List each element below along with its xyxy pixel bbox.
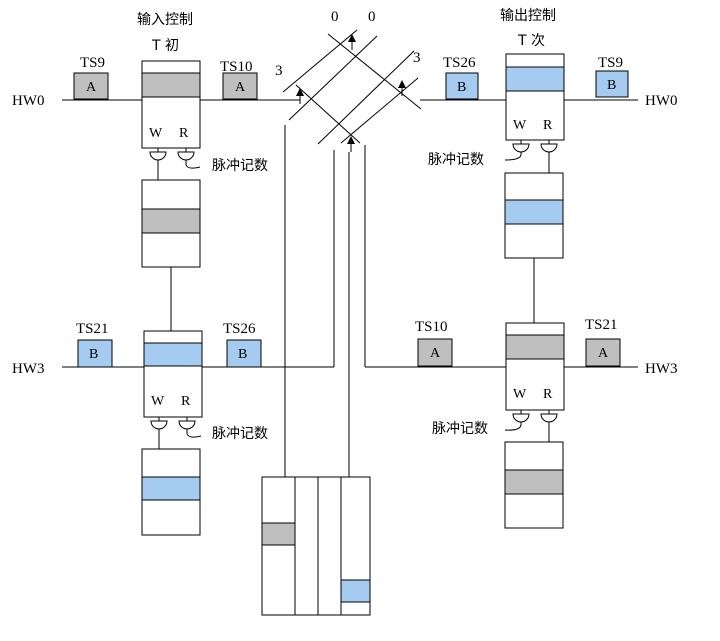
read-label: R [179, 126, 189, 141]
ts10-in-cell [222, 72, 258, 100]
ts26-in-label: TS26 [223, 321, 256, 337]
ts21-in-cell [77, 339, 113, 368]
pulse-count-label-2: 脉冲记数 [212, 426, 268, 442]
input-control-title: 输入控制 [137, 12, 193, 28]
ts21-in-label: TS21 [76, 321, 109, 337]
input-t-stage-hw3: W R [143, 330, 203, 438]
pulse-count-label-4: 脉冲记数 [432, 421, 488, 437]
t-first-label: T 初 [151, 37, 179, 54]
ts10-out-content: A [430, 346, 441, 361]
crosspoint-label-0-left: 0 [331, 9, 339, 25]
ts26-out-cell [445, 72, 479, 100]
ts21-out-content: A [598, 346, 609, 361]
output-t-stage-hw0: W R [504, 53, 565, 161]
space-switch-crosspoint: 0 0 3 3 [275, 9, 422, 477]
crosspoint-label-3-left: 3 [275, 63, 283, 79]
pulse-count-label-3: 脉冲记数 [428, 152, 484, 168]
output-control-memory-hw3 [504, 441, 564, 529]
write-label: W [151, 394, 165, 409]
input-control-memory-hw3 [141, 448, 201, 536]
output-control-memory-hw0 [504, 172, 564, 259]
read-label: R [543, 387, 553, 402]
read-label: R [543, 118, 553, 133]
ts21-in-content: B [89, 347, 98, 362]
ts26-in-cell [226, 339, 262, 368]
write-label: W [513, 387, 527, 402]
ts26-out-content: B [457, 80, 466, 95]
pulse-count-label-1: 脉冲记数 [212, 158, 268, 174]
hw3-in-label: HW3 [12, 361, 45, 377]
ts10-out-cell [417, 338, 453, 367]
output-t-stage-hw3: W R [504, 322, 565, 431]
ts9-in-content: A [86, 80, 97, 95]
hw3-out-label: HW3 [645, 361, 678, 377]
space-control-memory [261, 476, 371, 616]
read-label: R [181, 394, 191, 409]
write-label: W [149, 126, 163, 141]
ts21-out-label: TS21 [585, 317, 618, 333]
ts26-in-content: B [238, 347, 247, 362]
input-t-stage-hw0: W R [141, 60, 201, 169]
output-control-title: 输出控制 [500, 8, 556, 24]
ts9-in-cell [73, 72, 109, 100]
ts9-out-cell [595, 70, 629, 98]
hw0-out-label: HW0 [645, 93, 678, 109]
input-control-memory-hw0 [141, 179, 201, 268]
ts9-out-label: TS9 [598, 55, 623, 71]
ts26-out-label: TS26 [443, 55, 476, 71]
crosspoint-label-0-right: 0 [368, 9, 376, 25]
ts10-out-label: TS10 [415, 319, 448, 335]
t-next-label: T 次 [517, 33, 545, 49]
hw0-in-label: HW0 [12, 93, 45, 109]
write-label: W [513, 118, 527, 133]
ts10-in-label: TS10 [220, 59, 253, 75]
ts21-out-cell [585, 338, 621, 367]
ts9-in-label: TS9 [80, 55, 105, 71]
ts9-out-content: B [607, 78, 616, 93]
ts10-in-content: A [235, 80, 246, 95]
crosspoint-label-3-right: 3 [413, 50, 421, 66]
